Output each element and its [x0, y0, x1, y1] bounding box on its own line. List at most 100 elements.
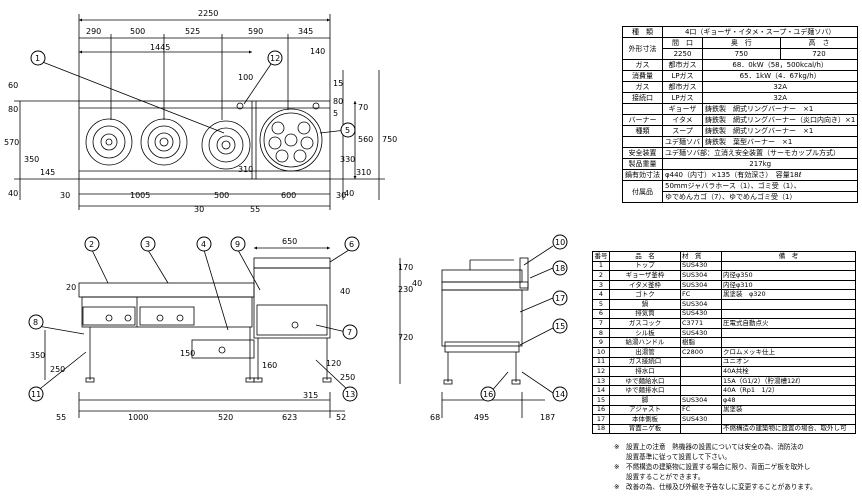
- note-line: ※改善の為、仕様及び外観を予告なしに変更することがあります。: [614, 483, 817, 491]
- parts-cell: 40A共栓: [721, 366, 856, 377]
- parts-cell: アジャスト: [609, 404, 681, 416]
- parts-cell: 40A（Rp1 1/2）: [721, 385, 856, 396]
- spec-value: 鋳鉄製 網式リングバーナー ×1: [701, 103, 859, 115]
- parts-cell: FC: [680, 404, 722, 416]
- parts-header: 備 考: [721, 251, 856, 262]
- svg-text:17: 17: [555, 294, 565, 303]
- front-top-counter: [78, 282, 255, 298]
- dim-text: 120: [326, 359, 341, 368]
- parts-cell: [721, 337, 856, 348]
- parts-cell: 14: [592, 385, 610, 396]
- parts-cell: 2: [592, 270, 610, 281]
- spec-label: 安全装置: [622, 147, 663, 159]
- parts-cell: SUS430: [680, 308, 722, 320]
- dim-text: 500: [214, 191, 229, 200]
- parts-cell: SUS430: [680, 327, 722, 339]
- dim-text: 70: [358, 103, 368, 112]
- parts-cell: トップ: [609, 260, 681, 272]
- dim-text: 350: [24, 155, 39, 164]
- spec-label: [622, 136, 663, 148]
- dim-text: 30: [194, 205, 204, 214]
- spec-label: ユデ麺ソバ: [662, 136, 703, 148]
- dim-text: 52: [336, 413, 346, 422]
- spec-value: 720: [779, 48, 859, 60]
- parts-cell: 黒塗装 φ320: [721, 289, 856, 300]
- parts-cell: ゴトク: [609, 289, 681, 300]
- parts-cell: クロムメッキ仕上: [721, 346, 856, 358]
- spec-label: 外形寸法: [622, 37, 663, 60]
- parts-cell: [680, 423, 722, 435]
- spec-value: 高 さ: [779, 37, 859, 49]
- parts-cell: SUS304: [680, 394, 722, 406]
- note-line: ※不燃構造の建築物に設置する場合に限り、背面ニゲ板を取外し: [614, 463, 811, 471]
- parts-cell: 脚: [609, 394, 681, 406]
- callout-18: 18: [552, 260, 568, 276]
- dim-text: 310: [356, 168, 371, 177]
- parts-cell: 3: [592, 279, 610, 291]
- note-line: ※設置上の注意 熱機器の設置については安全の為、消防法の: [614, 443, 804, 451]
- spec-value: φ440（内寸）×135（有効深さ） 容量18ℓ: [661, 169, 859, 181]
- spec-label: バーナー: [622, 114, 663, 126]
- dim-text: 600: [281, 191, 296, 200]
- spec-label: [622, 103, 663, 115]
- spec-label: 種類: [622, 125, 663, 137]
- dim-text: 100: [238, 73, 253, 82]
- svg-text:13: 13: [345, 390, 355, 399]
- dim-text: 1445: [150, 43, 170, 52]
- spec-label: 都市ガス: [662, 81, 703, 93]
- dim-text: 250: [340, 373, 355, 382]
- parts-cell: [680, 385, 722, 396]
- svg-text:1: 1: [35, 54, 40, 63]
- callout-2: 2: [84, 236, 100, 252]
- dim-text: 495: [474, 413, 489, 422]
- parts-cell: 12: [592, 366, 610, 377]
- callout-3: 3: [140, 236, 156, 252]
- parts-cell: C3771: [680, 318, 722, 329]
- parts-cell: 鍋: [609, 298, 681, 310]
- spec-value: 217kg: [661, 158, 859, 170]
- dim-text: 500: [130, 27, 145, 36]
- svg-text:16: 16: [483, 390, 493, 399]
- parts-cell: [680, 366, 722, 377]
- svg-text:4: 4: [201, 240, 206, 249]
- parts-cell: 15A（G1/2）（貯湯槽12ℓ）: [721, 375, 856, 387]
- spec-label: 都市ガス: [662, 59, 703, 71]
- spec-label: ギョーザ: [662, 103, 703, 115]
- spec-value: 68．0kW（58，500kcal/h）: [701, 59, 859, 71]
- dim-text: 40: [8, 189, 18, 198]
- parts-cell: 給湯ハンドル: [609, 337, 681, 348]
- parts-cell: [721, 260, 856, 272]
- dim-text: 525: [185, 27, 200, 36]
- parts-cell: 圧電式自動点火: [721, 318, 856, 329]
- dim-text: 80: [8, 105, 18, 114]
- callout-14: 14: [552, 386, 568, 402]
- spec-value: 鋳鉄製 網式リングバーナー（炎口内向き）×1: [701, 114, 859, 126]
- dim-text: 330: [340, 155, 355, 164]
- parts-cell: [680, 356, 722, 368]
- svg-text:15: 15: [555, 322, 565, 331]
- parts-cell: 排気筒: [609, 308, 681, 320]
- dim-text: 30: [60, 191, 70, 200]
- callout-8: 8: [28, 314, 44, 330]
- plan-outline: [78, 100, 331, 180]
- parts-cell: 8: [592, 327, 610, 339]
- side-body: [441, 289, 523, 347]
- parts-cell: [721, 298, 856, 310]
- parts-cell: ユニオン: [721, 356, 856, 368]
- dim-text: 30: [336, 191, 346, 200]
- dim-text: 160: [262, 361, 277, 370]
- callout-11: 11: [28, 386, 44, 402]
- callout-15: 15: [552, 318, 568, 334]
- parts-cell: ガスコック: [609, 318, 681, 329]
- parts-cell: シル板: [609, 327, 681, 339]
- parts-cell: FC: [680, 289, 722, 300]
- callout-1: 1: [30, 50, 46, 66]
- spec-value: 750: [702, 48, 781, 60]
- svg-text:12: 12: [270, 54, 280, 63]
- callout-7: 7: [342, 324, 358, 340]
